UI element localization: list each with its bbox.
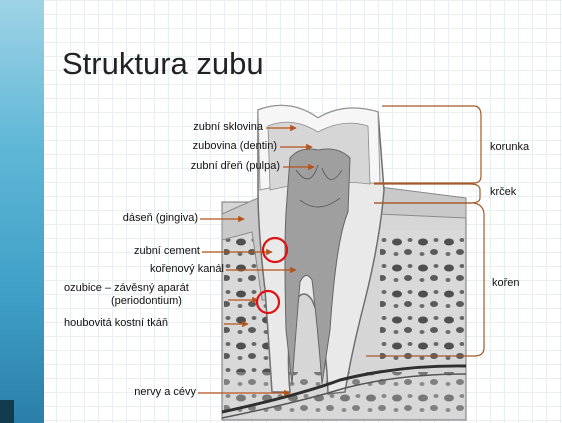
- gingiva-right: [372, 186, 466, 218]
- label-cement: zubní cement: [134, 246, 200, 258]
- label-ozubice-2: (periodontium): [111, 296, 182, 308]
- label-krcek: krček: [490, 187, 516, 199]
- spongy-bone-right: [380, 230, 464, 360]
- page-title: Struktura zubu: [62, 48, 264, 79]
- label-ozubice-1: ozubice – závěsný aparát: [64, 283, 189, 295]
- label-nervy: nervy a cévy: [134, 387, 196, 399]
- label-gingiva: dáseň (gingiva): [123, 213, 198, 225]
- bracket-korunka: [374, 106, 481, 183]
- label-pulpa: zubní dřeň (pulpa): [191, 161, 280, 173]
- label-korunka: korunka: [490, 142, 529, 154]
- label-koren: kořen: [492, 278, 520, 290]
- label-kanal: kořenový kanál: [150, 264, 224, 276]
- label-kost: houbovitá kostní tkáň: [64, 318, 168, 330]
- label-dentin: zubovina (dentin): [193, 141, 277, 153]
- label-sklovina: zubní sklovina: [193, 122, 263, 134]
